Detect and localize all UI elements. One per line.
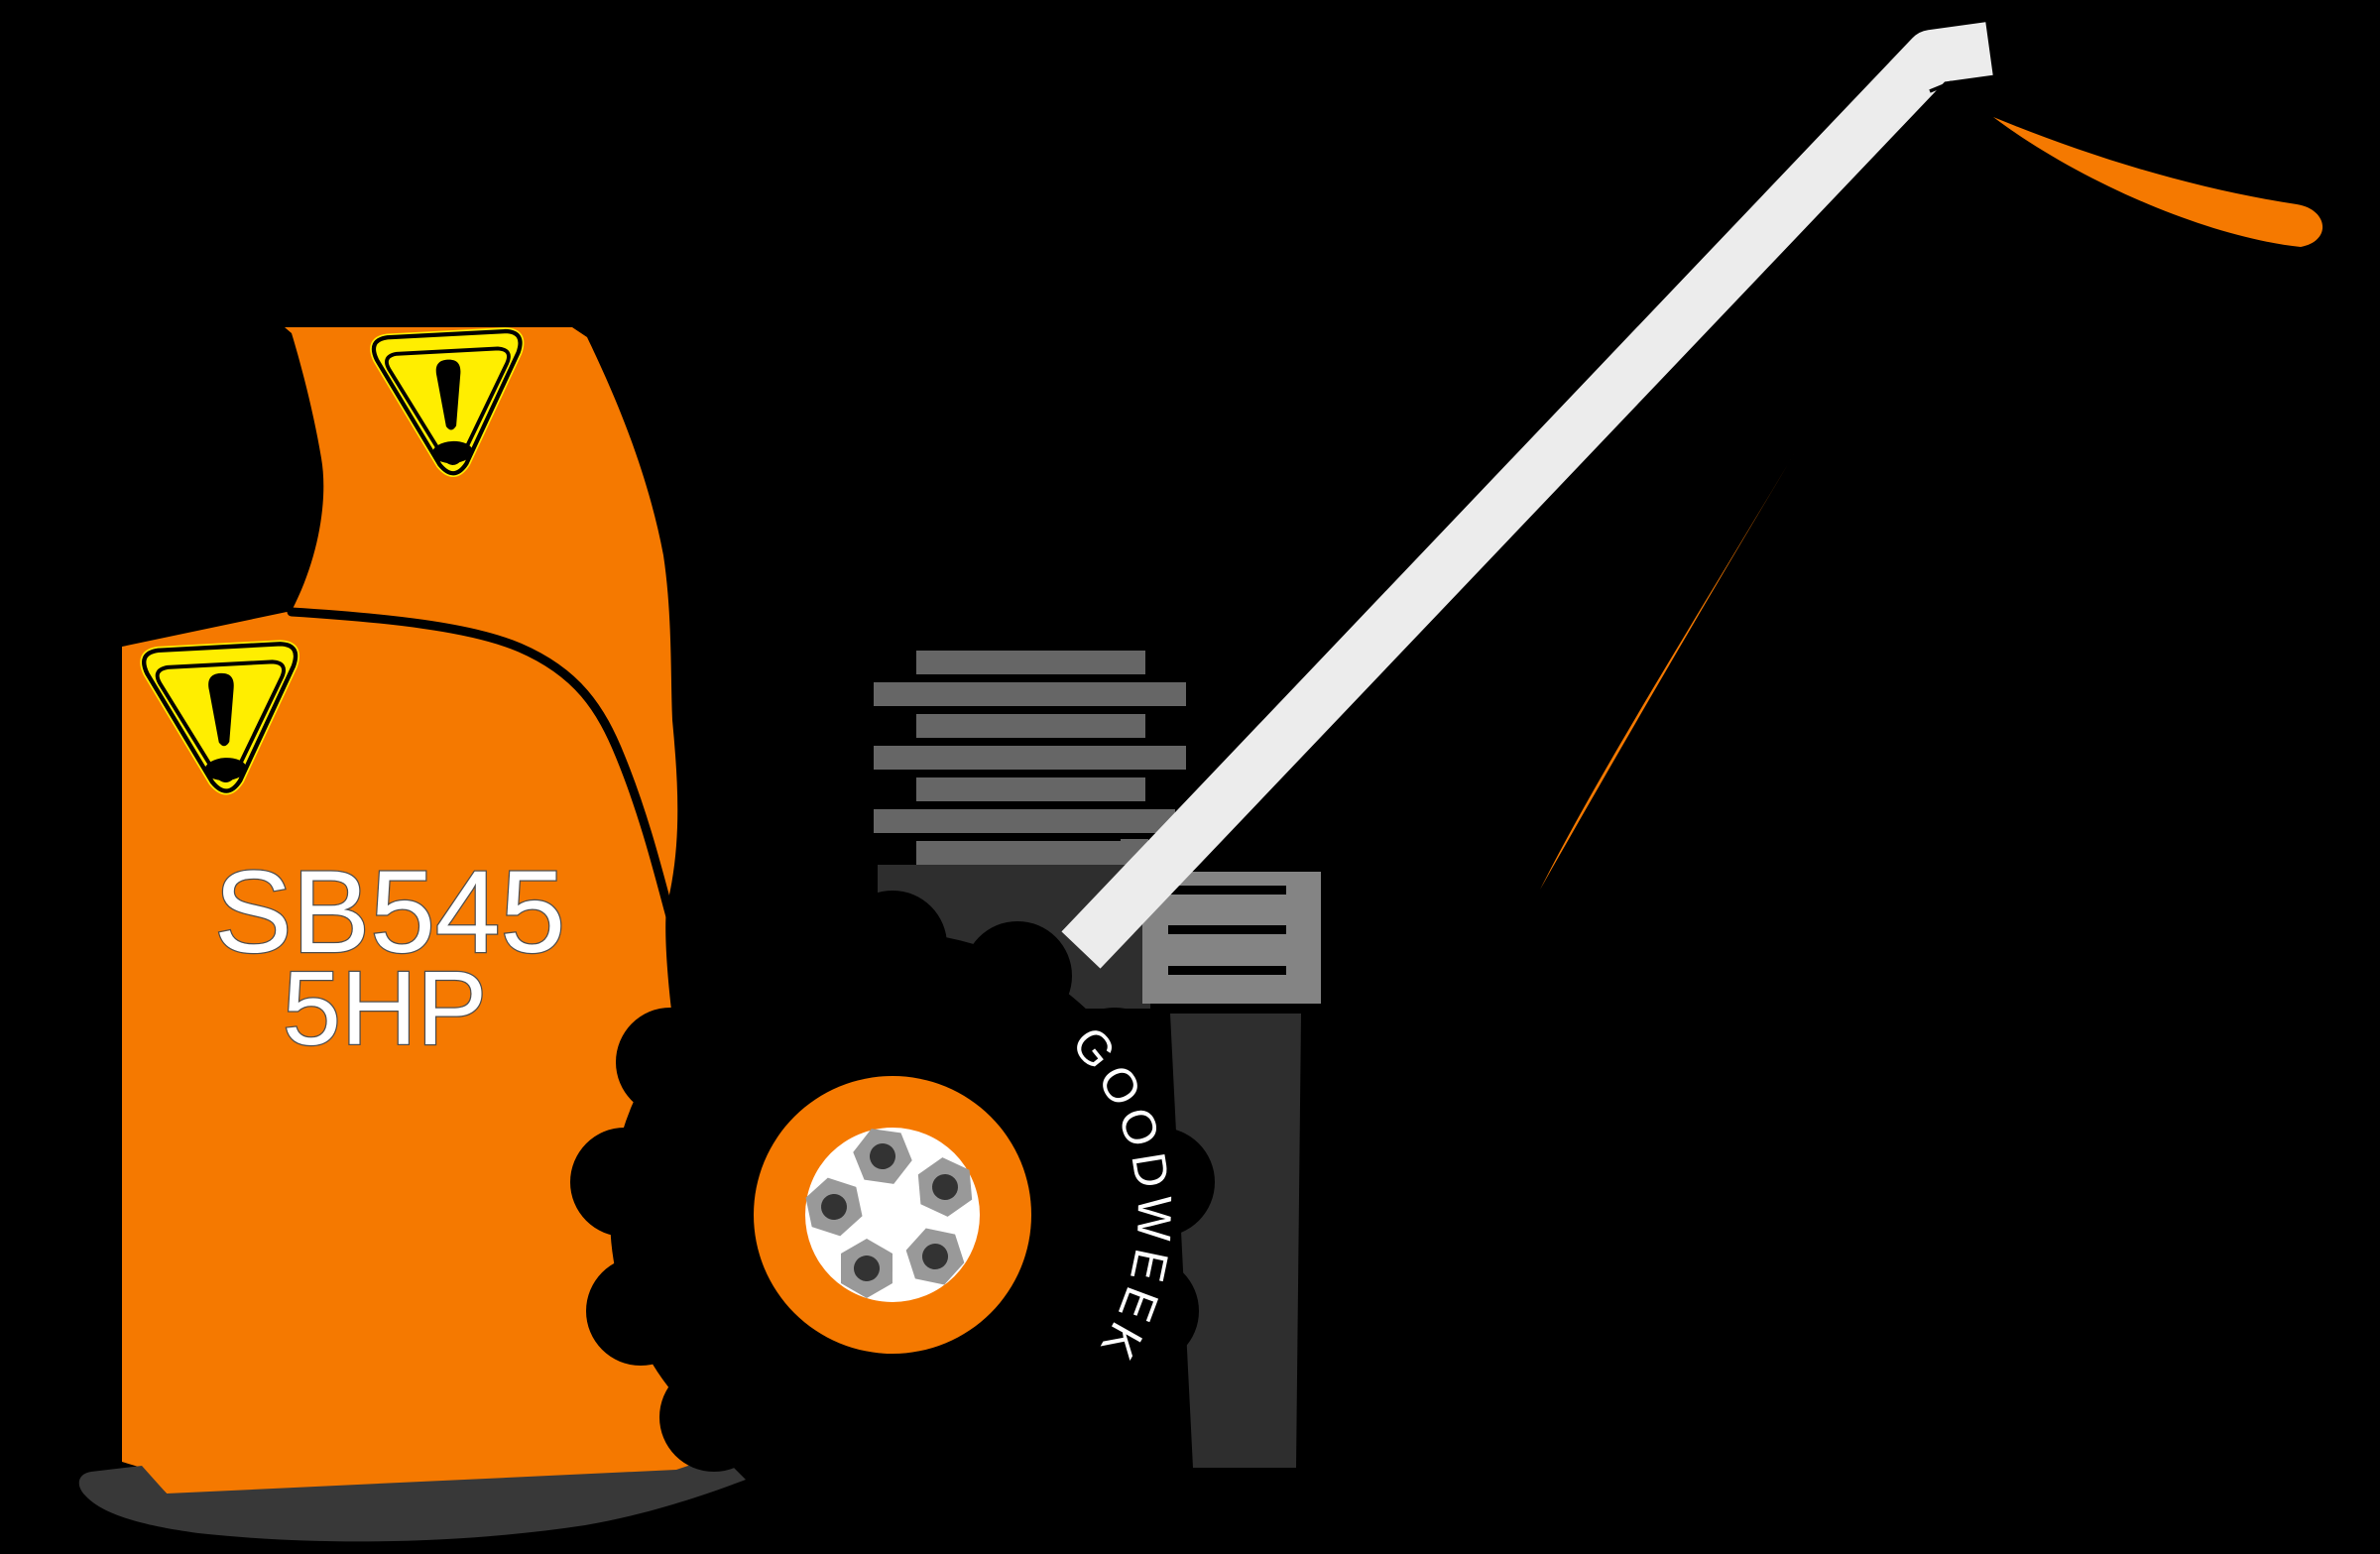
cooling-fin — [874, 682, 1186, 706]
handle-bend-seam — [1929, 80, 1953, 93]
wheel: GOODWEEK — [570, 891, 1215, 1531]
tread-bump — [659, 1363, 769, 1472]
tread-bump — [774, 1422, 883, 1531]
tread-bump — [1060, 1008, 1169, 1117]
model-label: SB545 — [214, 847, 565, 978]
tread-bump — [616, 1008, 725, 1117]
cooling-fin — [916, 841, 1129, 865]
grip-swoosh — [1993, 117, 2323, 247]
skid-base — [78, 1464, 746, 1542]
tread-bump — [586, 1256, 695, 1366]
tread-bump — [1106, 1128, 1215, 1237]
vent-slot — [1168, 925, 1286, 934]
tread-bump — [902, 1422, 1012, 1531]
vent-slot — [1168, 966, 1286, 975]
tread-bump — [713, 921, 822, 1030]
cooling-fin — [916, 714, 1145, 738]
starter-panel — [1142, 872, 1321, 1004]
lug-nut — [853, 1129, 912, 1184]
cooling-fin — [874, 809, 1175, 833]
lug-nut — [917, 1157, 973, 1217]
chute-housing-separator-line — [287, 607, 701, 993]
power-label: 5HP — [283, 950, 487, 1067]
tread-bump — [1016, 1363, 1126, 1472]
lug-nut — [805, 1177, 863, 1237]
tread-bump — [570, 1128, 679, 1237]
cooling-fin — [874, 746, 1186, 770]
lug-nuts — [805, 1129, 973, 1299]
tread-bump — [963, 921, 1072, 1030]
tread-bump — [838, 891, 947, 1000]
lug-nut — [841, 1238, 892, 1299]
lug-nut — [905, 1228, 965, 1285]
tread-bump — [1090, 1256, 1199, 1366]
engine-cooling-fins — [874, 651, 1186, 865]
cooling-fin — [916, 651, 1145, 674]
cooling-fin — [916, 777, 1145, 801]
frame-column — [1170, 1014, 1301, 1468]
handle-bar — [1061, 22, 1993, 969]
vent-slot — [1168, 886, 1286, 895]
